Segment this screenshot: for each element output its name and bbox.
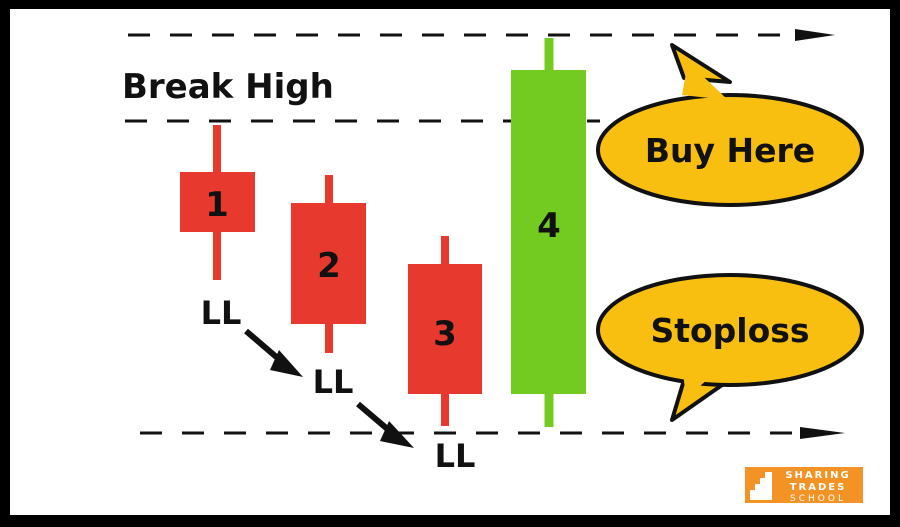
candle-4-body [511, 70, 586, 394]
logo-line-1: SHARING [785, 470, 850, 481]
sharing-trades-school-logo: SHARING TRADES SCHOOL [745, 467, 863, 504]
candle-4-label: 4 [537, 206, 561, 246]
logo-line-3: SCHOOL [790, 494, 846, 504]
candle-2-label: 2 [317, 246, 341, 286]
candle-2: 2 [291, 175, 366, 353]
arrow-down-right-icon [356, 401, 414, 448]
candle-2-body [291, 203, 366, 324]
candle-1-body [180, 172, 255, 232]
stoploss-label: Stoploss [650, 311, 809, 350]
candle-3-body [408, 264, 482, 394]
candle-1: 1 [180, 125, 255, 280]
lower-low-label-2: LL [313, 363, 354, 401]
lower-low-label-1: LL [201, 294, 242, 332]
candle-4: 4 [511, 38, 586, 427]
break-high-label: Break High [122, 67, 334, 107]
bottom-dashed-line [140, 427, 845, 439]
candle-1-label: 1 [205, 185, 229, 225]
candle-3: 3 [408, 236, 482, 426]
logo-line-2: TRADES [790, 482, 847, 493]
logo-stairs-icon [750, 472, 772, 500]
stoploss-callout: Stoploss [596, 273, 864, 422]
buy-here-label: Buy Here [645, 131, 815, 170]
top-dashed-line [128, 29, 835, 41]
buy-here-callout: Buy Here [596, 43, 864, 207]
candle-3-label: 3 [433, 314, 457, 354]
arrow-down-right-icon [244, 328, 303, 377]
lower-low-label-3: LL [435, 437, 476, 475]
